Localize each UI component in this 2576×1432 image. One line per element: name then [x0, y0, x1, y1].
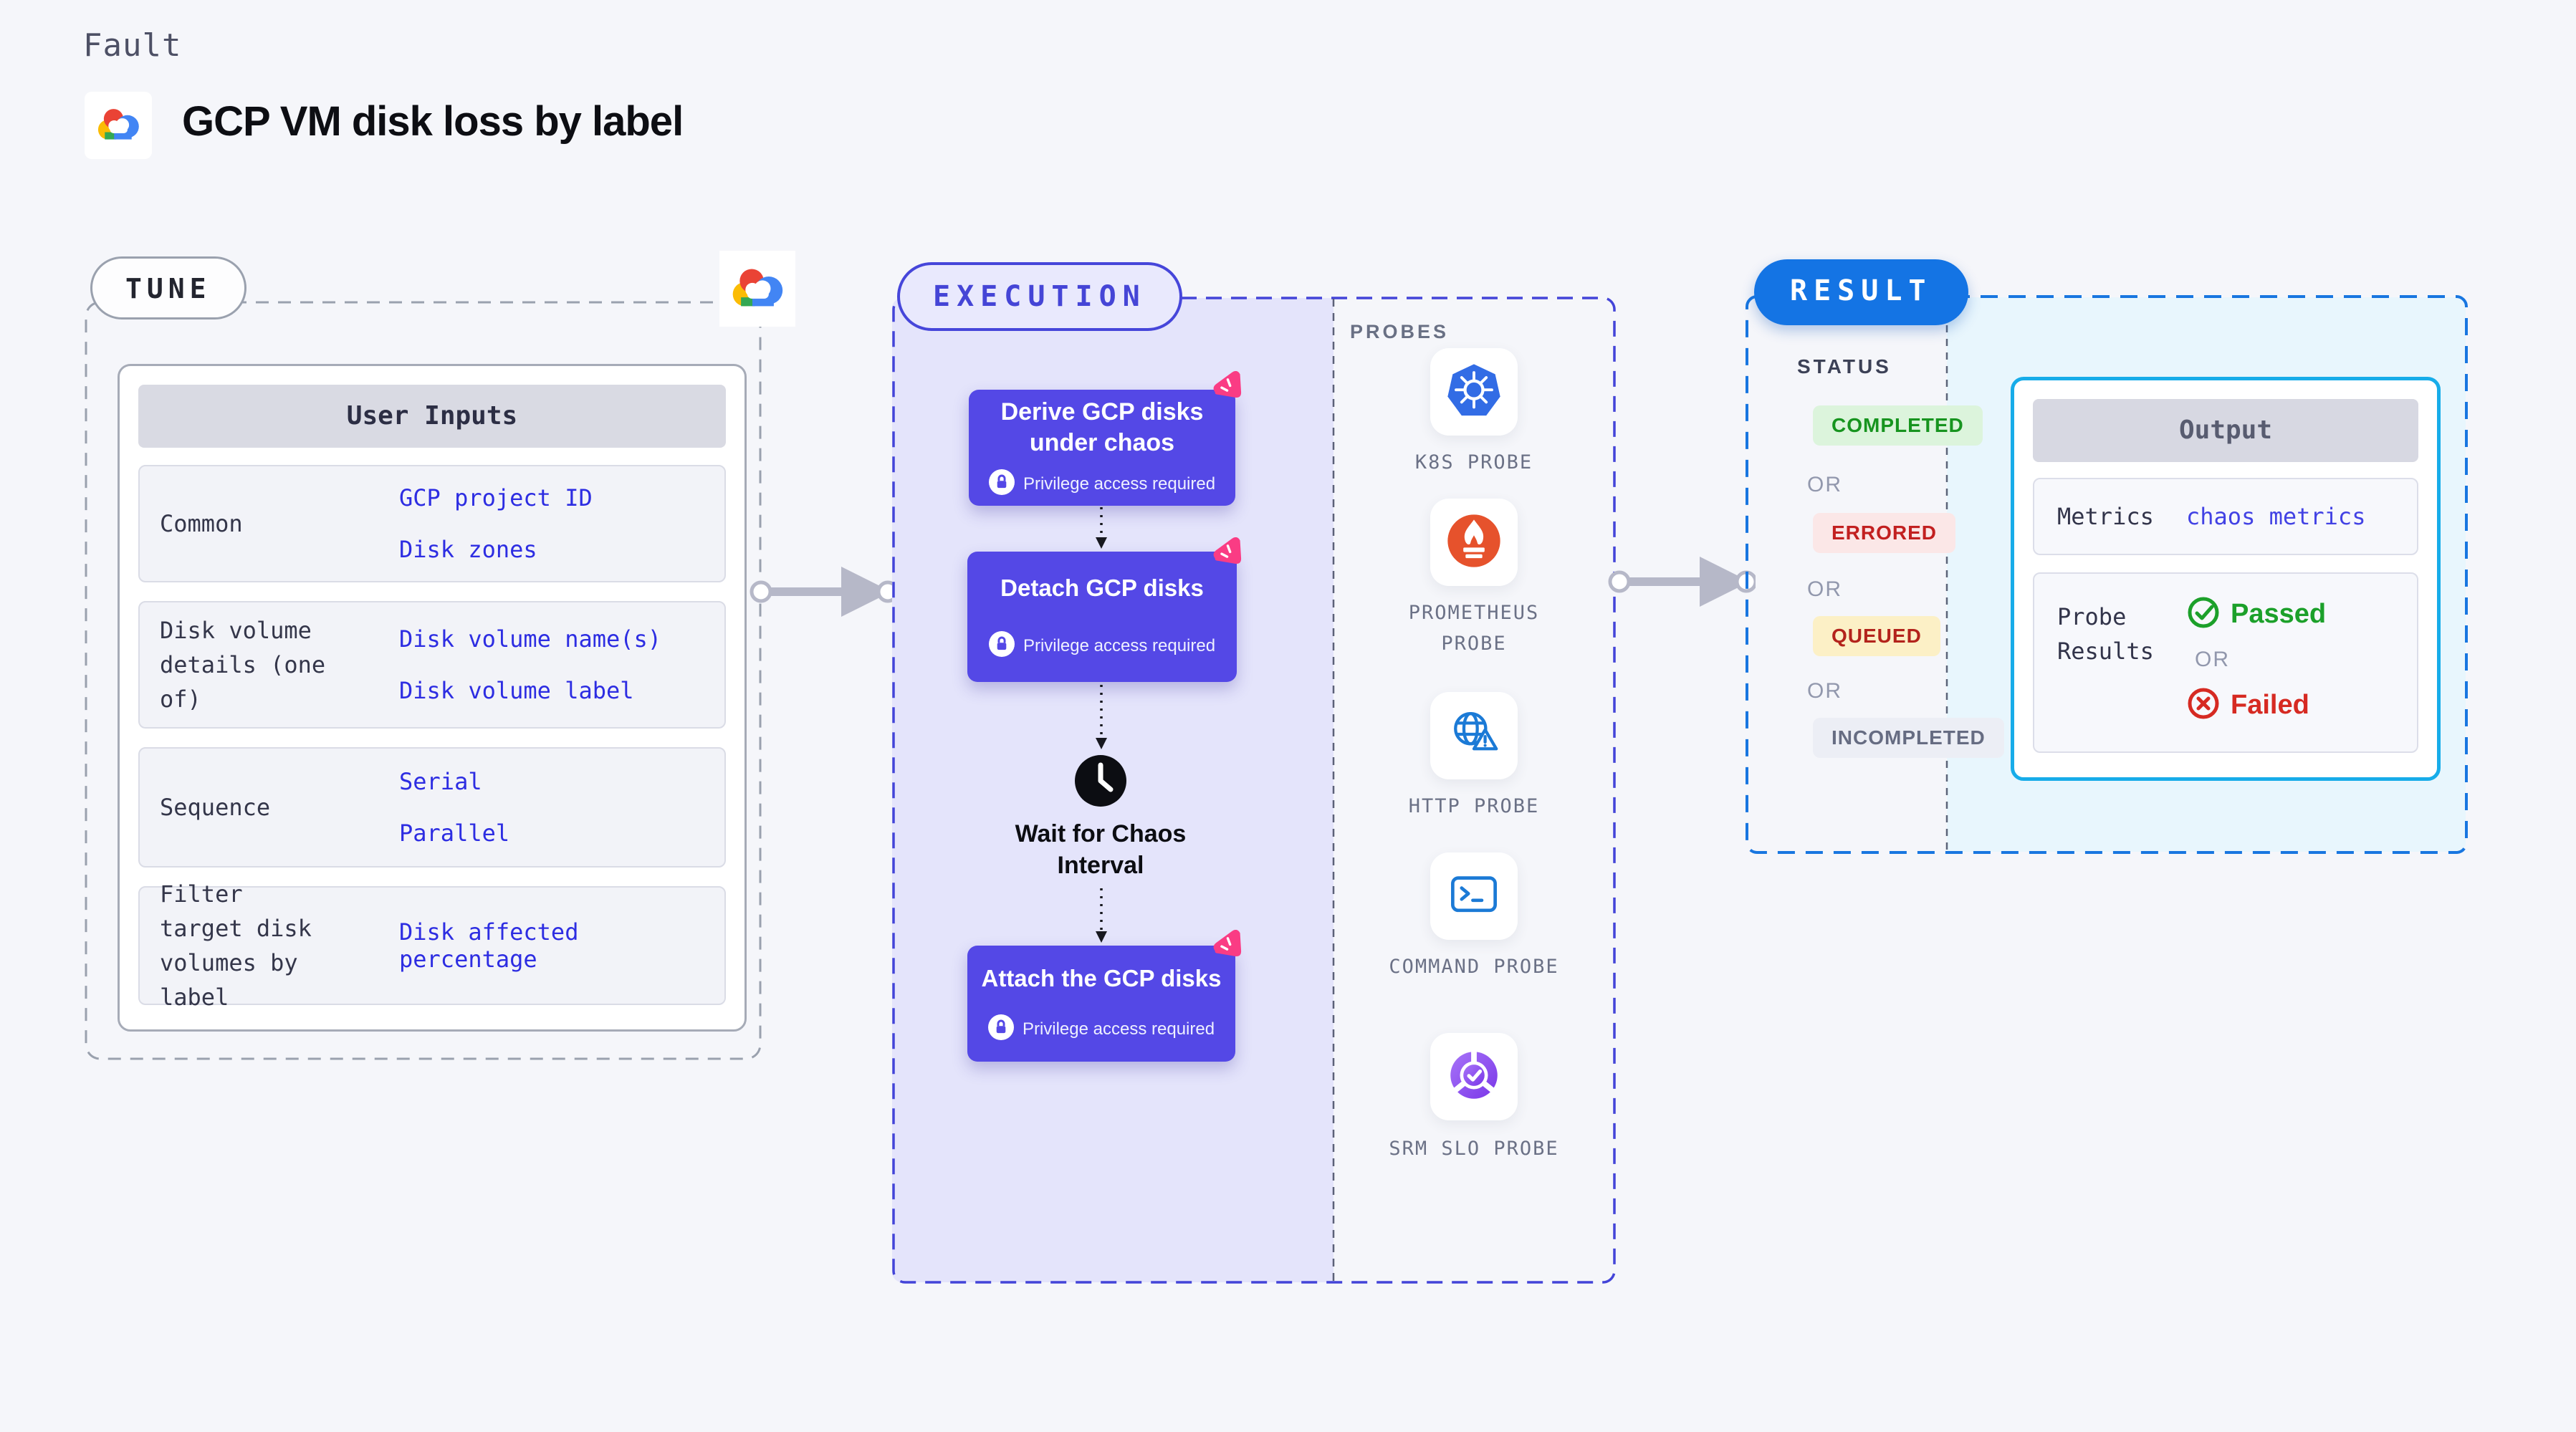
probe-label: HTTP PROBE [1408, 795, 1540, 817]
flow-arrow-down [1096, 685, 1107, 749]
lock-icon [988, 469, 1015, 499]
flow-arrow-down [1096, 507, 1107, 549]
probe-label: PROMETHEUS PROBE [1408, 602, 1540, 655]
step-detach-gcp-disks: Detach GCP disks Privilege access requir… [967, 552, 1237, 682]
litmus-chaos-icon [1211, 929, 1244, 963]
output-header: Output [2033, 399, 2418, 462]
row-label: Sequence [160, 794, 271, 821]
passed-text: Passed [2231, 599, 2327, 629]
or-separator: OR [2195, 648, 2230, 671]
passed-line: Passed [2186, 595, 2326, 633]
probe-card-prometheus [1430, 499, 1518, 586]
k8s-probe-icon [1446, 362, 1502, 422]
http-probe-icon [1446, 706, 1502, 766]
user-input-row-disk-volume: Disk volume details (one of) Disk volume… [138, 601, 726, 729]
clock-icon [1073, 754, 1128, 808]
probe-card-k8s [1430, 348, 1518, 436]
srm-slo-probe-icon [1446, 1047, 1502, 1107]
execution-to-result-arrow [1608, 557, 1756, 607]
row-label: Disk volume details (one of) [160, 617, 326, 713]
probe-label: K8S PROBE [1414, 451, 1533, 474]
user-inputs-card: User Inputs Common GCP project ID Disk z… [118, 364, 747, 1032]
step-title: Attach the GCP disks [981, 964, 1222, 991]
prometheus-probe-icon [1446, 513, 1502, 572]
result-badge: RESULT [1754, 259, 1968, 325]
x-circle-icon [2186, 686, 2221, 724]
privilege-text: Privilege access required [1023, 635, 1216, 655]
tune-gcp-logo [719, 251, 795, 327]
row-value: Parallel [399, 820, 510, 847]
gcp-cloud-icon [726, 264, 789, 314]
row-label: Common [160, 510, 243, 537]
status-badge-completed: COMPLETED [1813, 405, 1983, 446]
page-title: GCP VM disk loss by label [182, 98, 684, 145]
probe-results-label: Probe Results [2057, 603, 2154, 665]
probe-card-http [1430, 692, 1518, 779]
step-derive-gcp-disks: Derive GCP disks under chaos Privilege a… [969, 390, 1235, 506]
privilege-row: Privilege access required [987, 1014, 1215, 1044]
flow-arrow-down [1096, 888, 1107, 943]
litmus-chaos-icon [1211, 537, 1244, 570]
check-circle-icon [2186, 595, 2221, 633]
gcp-logo [85, 92, 152, 159]
or-separator: OR [1807, 577, 1842, 601]
execution-badge: EXECUTION [897, 262, 1182, 331]
row-value: Serial [399, 768, 482, 795]
lock-icon [988, 631, 1015, 660]
status-header: STATUS [1797, 355, 1892, 378]
step-attach-gcp-disks: Attach the GCP disks Privilege access re… [967, 946, 1235, 1062]
user-input-row-common: Common GCP project ID Disk zones [138, 465, 726, 582]
privilege-row: Privilege access required [988, 631, 1216, 660]
probes-header: PROBES [1350, 321, 1450, 342]
gcp-cloud-icon [92, 105, 144, 146]
privilege-text: Privilege access required [1023, 474, 1216, 494]
probe-label: SRM SLO PROBE [1389, 1138, 1559, 1160]
step-title: Derive GCP disks under chaos [1000, 398, 1204, 456]
status-badge-queued: QUEUED [1813, 616, 1940, 656]
row-label: Filter target disk volumes by label [160, 880, 312, 1011]
probe-label: COMMAND PROBE [1389, 956, 1559, 978]
row-value: Disk zones [399, 536, 537, 563]
failed-line: Failed [2186, 686, 2326, 724]
command-probe-icon [1446, 867, 1502, 926]
probe-card-command [1430, 852, 1518, 940]
section-label: Fault [83, 27, 182, 64]
failed-text: Failed [2231, 690, 2309, 720]
metrics-value: chaos metrics [2186, 503, 2366, 530]
user-input-row-sequence: Sequence Serial Parallel [138, 747, 726, 868]
user-inputs-header: User Inputs [138, 385, 726, 448]
output-box: Output Metrics chaos metrics Probe Resul… [2011, 377, 2441, 781]
litmus-chaos-icon [1211, 370, 1244, 404]
row-value: GCP project ID [399, 484, 593, 511]
or-separator: OR [1807, 473, 1842, 496]
metrics-row: Metrics chaos metrics [2033, 478, 2418, 555]
user-input-row-filter: Filter target disk volumes by label Disk… [138, 880, 726, 1011]
tune-badge: TUNE [90, 256, 246, 319]
step-title: Detach GCP disks [1000, 574, 1204, 601]
privilege-text: Privilege access required [1022, 1019, 1215, 1039]
status-badge-incompleted: INCOMPLETED [1813, 718, 2004, 758]
lock-icon [987, 1014, 1014, 1044]
probe-results-row: Probe Results Passed OR [2033, 572, 2418, 753]
metrics-label: Metrics [2057, 503, 2154, 530]
or-separator: OR [1807, 679, 1842, 703]
row-value: Disk volume name(s) [399, 625, 662, 653]
privilege-row: Privilege access required [988, 469, 1216, 499]
status-badge-errored: ERRORED [1813, 513, 1956, 553]
row-value: Disk volume label [399, 677, 634, 704]
row-value: Disk affected percentage [399, 918, 579, 973]
probe-card-srm-slo [1430, 1033, 1518, 1120]
tune-to-execution-arrow [750, 567, 897, 617]
wait-step-title: Wait for Chaos Interval [1015, 820, 1187, 880]
